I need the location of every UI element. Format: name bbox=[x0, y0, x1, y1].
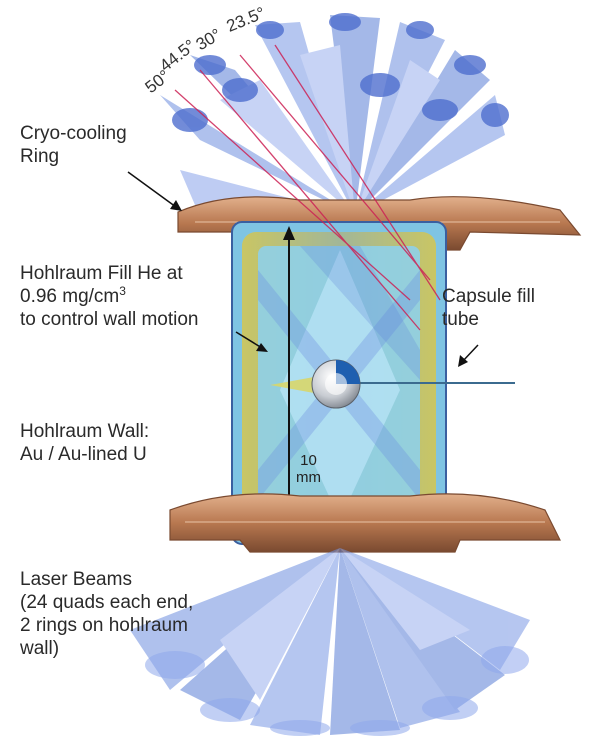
fill-pointer bbox=[235, 331, 268, 352]
laser-beams-label: Laser Beams (24 quads each end, 2 rings … bbox=[20, 568, 193, 660]
laser-label-line3: 2 rings on hohlraum bbox=[20, 615, 188, 636]
fill-label-line2: 0.96 mg/cm3 bbox=[20, 285, 198, 308]
capsule-label-line1: Capsule fill bbox=[442, 286, 535, 307]
fill-label-line1: Hohlraum Fill He at bbox=[20, 263, 183, 284]
cryo-ring-label-line2: Ring bbox=[20, 146, 60, 167]
capsule-label-line2: tube bbox=[442, 309, 479, 330]
laser-label-line1: Laser Beams bbox=[20, 569, 132, 590]
cryo-ring-label-line1: Cryo-cooling bbox=[20, 123, 127, 144]
dimension-unit: mm bbox=[296, 469, 321, 486]
capsule-tube-pointer bbox=[458, 344, 479, 367]
lower-laser-beams bbox=[130, 548, 530, 735]
laser-label-line4: wall) bbox=[20, 638, 60, 659]
wall-label-line2: Au / Au-lined U bbox=[20, 444, 147, 465]
capsule-fill-tube-label: Capsule fill tube bbox=[442, 285, 535, 331]
fill-label-line3: to control wall motion bbox=[20, 309, 199, 330]
upper-beam-ends bbox=[172, 13, 509, 132]
dimension-value: 10 bbox=[300, 452, 317, 469]
fill-density-value: 0.96 mg/cm bbox=[20, 286, 120, 307]
lower-cryo-ring bbox=[169, 493, 561, 553]
dimension-label: 10 mm bbox=[296, 452, 321, 486]
lower-beam-ends bbox=[145, 646, 529, 736]
hohlraum-wall-label: Hohlraum Wall: Au / Au-lined U bbox=[20, 420, 149, 466]
beam-angle-rays bbox=[174, 44, 441, 331]
wall-label-line1: Hohlraum Wall: bbox=[20, 421, 150, 442]
cryo-ring-label: Cryo-cooling Ring bbox=[20, 122, 127, 168]
cryo-ring-pointer bbox=[127, 171, 182, 211]
laser-label-line2: (24 quads each end, bbox=[20, 592, 194, 613]
fill-density-exponent: 3 bbox=[119, 284, 126, 298]
hohlraum-fill-label: Hohlraum Fill He at 0.96 mg/cm3 to contr… bbox=[20, 262, 198, 331]
capsule bbox=[270, 359, 361, 409]
